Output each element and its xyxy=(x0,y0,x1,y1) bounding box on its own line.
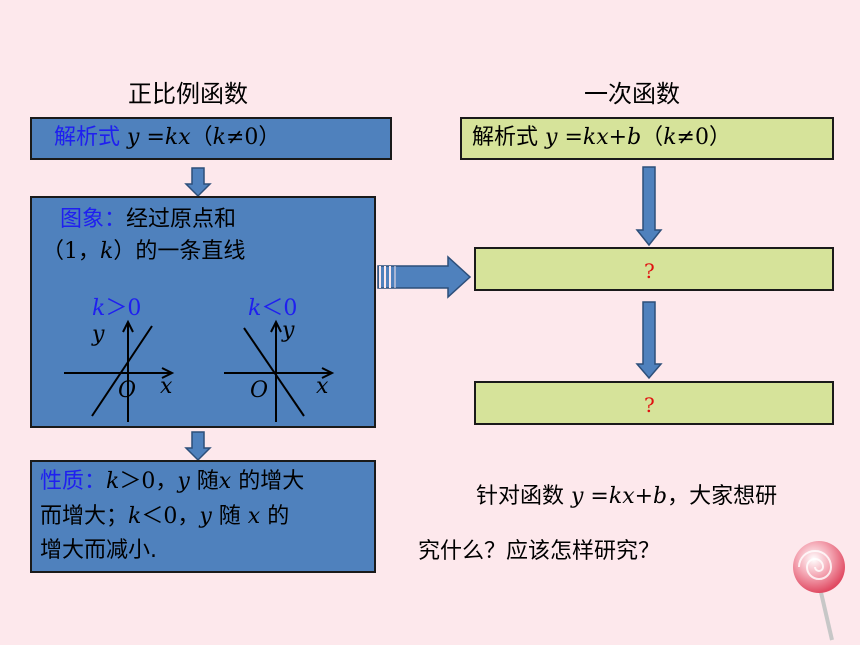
right-title: 一次函数 xyxy=(584,80,680,108)
prop-text: 随 xyxy=(189,469,219,494)
case-negative-label: k＜0 xyxy=(248,290,297,322)
prop-x: x xyxy=(247,504,261,529)
left-formula-label: 解析式 xyxy=(54,125,121,150)
question-mark: ? xyxy=(644,259,655,283)
formula-eq: = xyxy=(139,125,165,150)
graph-positive-slope xyxy=(64,319,175,422)
question-text: ，大家想研 xyxy=(667,484,778,509)
formula-cond: ≠0） xyxy=(676,125,731,150)
formula-plus-b: +b xyxy=(608,125,642,150)
origin-label: O xyxy=(118,378,137,403)
question-mark: ? xyxy=(644,393,655,417)
question-box-2: ? xyxy=(474,381,834,425)
prop-text: 随 xyxy=(211,504,248,529)
down-arrow-4 xyxy=(635,301,663,380)
image-line2-k: k xyxy=(100,239,114,264)
right-formula-box: 解析式 y =kx+b（k≠0） xyxy=(460,117,834,160)
question-eq: = xyxy=(583,484,609,509)
prop-text: 而增大； xyxy=(40,504,129,529)
property-box: 性质：k＞0，y 随x 的增大 而增大；k＜0，y 随 x 的 增大而减小. xyxy=(30,460,376,573)
formula-kx: kx xyxy=(582,125,609,150)
property-label: 性质： xyxy=(40,469,107,494)
left-formula-box: 解析式 y =kx（k≠0） xyxy=(30,117,392,160)
image-line1: 经过原点和 xyxy=(126,207,237,232)
case-positive-label: k＞0 xyxy=(92,290,141,322)
image-box: 图象：经过原点和 （1，k）的一条直线 k＞0 k＜0 y x O y x O xyxy=(30,196,376,428)
question-box-1: ? xyxy=(474,247,834,291)
formula-kx: kx xyxy=(164,125,191,150)
axis-y-label: y xyxy=(92,322,105,347)
property-line3: 增大而减小. xyxy=(40,538,157,563)
case-k: k xyxy=(248,296,262,321)
prop-rel: ＞0， xyxy=(119,469,178,494)
down-arrow-3 xyxy=(635,166,663,247)
image-line2-rest: ）的一条直线 xyxy=(113,239,246,264)
case-rel: ＜0 xyxy=(261,296,298,321)
prop-rel: ＜0， xyxy=(141,504,200,529)
axis-x-label: x xyxy=(316,374,329,399)
question-line1: 针对函数 y =kx+b，大家想研 xyxy=(476,478,777,510)
question-text: 针对函数 xyxy=(476,484,571,509)
lollipop-decoration xyxy=(793,541,845,641)
left-title: 正比例函数 xyxy=(128,80,248,108)
formula-eq: = xyxy=(557,125,583,150)
formula-k: k xyxy=(212,125,226,150)
question-kx: kx xyxy=(608,484,635,509)
origin-label: O xyxy=(250,378,269,403)
prop-y: y xyxy=(199,504,212,529)
formula-paren: （ xyxy=(190,125,213,150)
formula-paren: （ xyxy=(641,125,664,150)
axis-x-label: x xyxy=(160,374,173,399)
axis-y-label: y xyxy=(282,318,295,343)
down-arrow-2 xyxy=(184,431,212,462)
case-k: k xyxy=(92,296,106,321)
prop-k: k xyxy=(106,469,120,494)
image-line2-open: （1， xyxy=(42,239,100,264)
formula-k: k xyxy=(663,125,677,150)
formula-cond: ≠0） xyxy=(226,125,281,150)
right-formula-label: 解析式 xyxy=(472,125,539,150)
prop-text: 的 xyxy=(260,504,290,529)
prop-text: 的增大 xyxy=(231,469,305,494)
graph-negative-slope xyxy=(224,319,335,422)
down-arrow-1 xyxy=(184,167,212,198)
formula-y: y xyxy=(545,125,558,150)
question-pb: +b xyxy=(634,484,668,509)
prop-y: y xyxy=(177,469,190,494)
prop-k: k xyxy=(128,504,142,529)
question-line2: 究什么？应该怎样研究？ xyxy=(418,539,661,564)
question-y: y xyxy=(571,484,584,509)
case-rel: ＞0 xyxy=(105,296,142,321)
prop-x: x xyxy=(218,469,232,494)
right-arrow xyxy=(377,255,472,299)
image-label: 图象： xyxy=(60,207,127,232)
formula-y: y xyxy=(127,125,140,150)
